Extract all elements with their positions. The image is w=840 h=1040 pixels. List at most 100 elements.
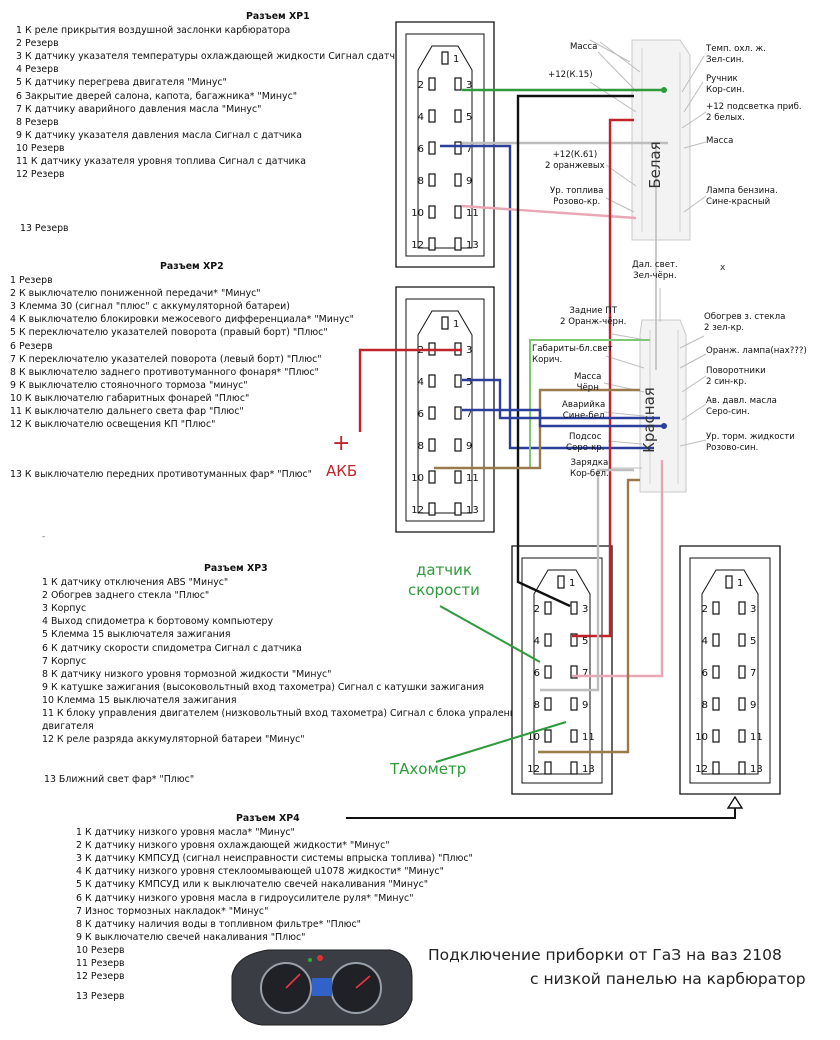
wire-green-temp-dot — [661, 87, 667, 93]
xp1-items: 1 К реле прикрытия воздушной заслонки ка… — [16, 24, 413, 181]
pin-number: 9 — [582, 700, 588, 711]
xp3-pin-item: 9 К катушке зажигания (высоковольтный вх… — [42, 681, 484, 693]
pin-number: 3 — [466, 345, 472, 356]
label-massa-right: Масса — [706, 136, 734, 146]
connector-pin — [738, 601, 746, 615]
connector-pin — [712, 601, 720, 615]
wire-blue-xp1 — [440, 144, 654, 450]
pin-number: 6 — [418, 144, 424, 155]
xp3-items: 1 К датчику отключения ABS "Минус"2 Обог… — [42, 576, 522, 746]
xp1-pin-item: 2 Резерв — [16, 38, 59, 50]
pin-number: 2 — [702, 604, 708, 615]
connector-pin — [441, 316, 449, 330]
xp2-pin-item: 3 Клемма 30 (сигнал "плюс" с аккумулятор… — [10, 301, 290, 313]
pin-number: 1 — [569, 578, 575, 589]
connector-pin — [544, 697, 552, 711]
xp3-title: Разъем XP3 — [204, 563, 268, 574]
xp2-pin-item: 2 К выключателю пониженной передачи* "Ми… — [10, 288, 261, 300]
xp1-pin-item: 12 Резерв — [16, 169, 65, 181]
xp2-pin-item: 4 К выключателю блокировки межосевого ди… — [10, 314, 354, 326]
caption-line-1: Подключение приборки от ГаЗ на ваз 2108 — [428, 946, 782, 964]
cluster-display — [312, 978, 332, 996]
xp4-item13-text: 13 Резерв — [76, 991, 125, 1002]
pin-number: 8 — [418, 441, 424, 452]
wire-red-k15 — [572, 118, 634, 638]
wire-red-akb — [358, 348, 462, 432]
pin-number: 10 — [411, 208, 424, 219]
xp2-pin-item: 1 Резерв — [10, 275, 53, 287]
xp4-item13: 13 Резерв — [76, 990, 125, 1003]
xp4-pin-item: 11 Резерв — [76, 958, 125, 970]
pin-number: 13 — [466, 505, 479, 516]
connector-pin — [454, 374, 462, 388]
xp2-pin-item: 7 К переключателю указателей поворота (л… — [10, 353, 322, 365]
xp3-pin-item: 12 К реле разряда аккумуляторной батареи… — [42, 734, 305, 746]
xp3-pin-item: 6 К датчику скорости спидометра Сигнал с… — [42, 642, 302, 654]
xp3-pin-item: двигателя — [42, 721, 94, 733]
xp3-pin-item: 11 К блоку управления двигателем (низков… — [42, 708, 522, 720]
connector-pin — [725, 575, 733, 589]
xp1-pin-item: 10 Резерв — [16, 142, 65, 154]
xp1-pin-item: 3 К датчику указателя температуры охлажд… — [16, 51, 413, 63]
xp4-title: Разъем XP4 — [236, 813, 300, 824]
xp2-pin-item: 12 К выключателю освещения КП "Плюс" — [10, 419, 216, 431]
white-connector-name: Белая — [646, 141, 664, 188]
pin-number: 1 — [737, 578, 743, 589]
pin-number: 9 — [750, 700, 756, 711]
connector-pin — [570, 697, 578, 711]
pin-number: 9 — [466, 441, 472, 452]
label-plus12-k61: +12(К.61)2 оранжевых — [545, 150, 605, 171]
pin-number: 12 — [411, 505, 424, 516]
xp1-pin-item: 4 Резерв — [16, 64, 59, 76]
xp3-item13: 13 Ближний свет фар* "Плюс" — [44, 773, 194, 786]
label-podsvetka: +12 подсветка приб.2 белых. — [706, 102, 802, 123]
xp1-pin-item: 9 К датчику указателя давления масла Сиг… — [16, 129, 302, 141]
connector-pin — [454, 77, 462, 91]
pin-number: 5 — [466, 112, 472, 123]
xp3-pin-item: 1 К датчику отключения ABS "Минус" — [42, 577, 229, 589]
pin-number: 12 — [527, 764, 540, 775]
pin-number: 5 — [750, 636, 756, 647]
connector-pin — [557, 575, 565, 589]
xp2-pin-item: 9 К выключателю стояночного тормоза "мин… — [10, 379, 248, 391]
pin-number: 3 — [582, 604, 588, 615]
xp2-item13-text: 13 К выключателю передних противотуманны… — [10, 469, 312, 480]
connector-pin — [544, 761, 552, 775]
connector-pin — [454, 109, 462, 123]
xp4-pin-item: 10 Резерв — [76, 944, 125, 956]
white-vaz-connector — [631, 39, 691, 241]
connector-pin — [712, 729, 720, 743]
pin-number: 4 — [534, 636, 540, 647]
pin-number: 6 — [702, 668, 708, 679]
connector-pin — [712, 665, 720, 679]
pin-number: 2 — [418, 80, 424, 91]
connector-pin — [738, 761, 746, 775]
instrument-cluster-image — [231, 949, 413, 1026]
xp1-pin-item: 7 К датчику аварийного давления масла "М… — [16, 103, 262, 115]
connector-pin — [454, 237, 462, 251]
xp4-arrow — [726, 795, 744, 809]
connector-pin — [428, 374, 436, 388]
pin-number: 11 — [466, 208, 479, 219]
xp3-item13-text: 13 Ближний свет фар* "Плюс" — [44, 774, 195, 785]
connector-pin — [428, 470, 436, 484]
xp4-pin-item: 8 К датчику наличия воды в топливном фил… — [76, 918, 361, 930]
wire-black-massa — [516, 94, 634, 608]
xp2-title: Разъем XP2 — [160, 261, 224, 272]
connector-pin — [428, 77, 436, 91]
xp1-pin-item: 5 К датчику перегрева двигателя "Минус" — [16, 77, 227, 89]
stray-x: x — [720, 263, 726, 273]
connector-pin — [428, 502, 436, 516]
connector-pin — [428, 205, 436, 219]
xp1-pin-item: 6 Закрытие дверей салона, капота, багажн… — [16, 90, 298, 102]
xp4-pin-item: 9 К выключателю свечей накаливания "Плюс… — [76, 931, 306, 943]
connector-pin — [454, 438, 462, 452]
pin-number: 8 — [418, 176, 424, 187]
connector-pin — [570, 633, 578, 647]
xp3-pin-item: 8 К датчику низкого уровня тормозной жид… — [42, 668, 332, 680]
connector-pin — [428, 237, 436, 251]
connector-pin — [544, 729, 552, 743]
